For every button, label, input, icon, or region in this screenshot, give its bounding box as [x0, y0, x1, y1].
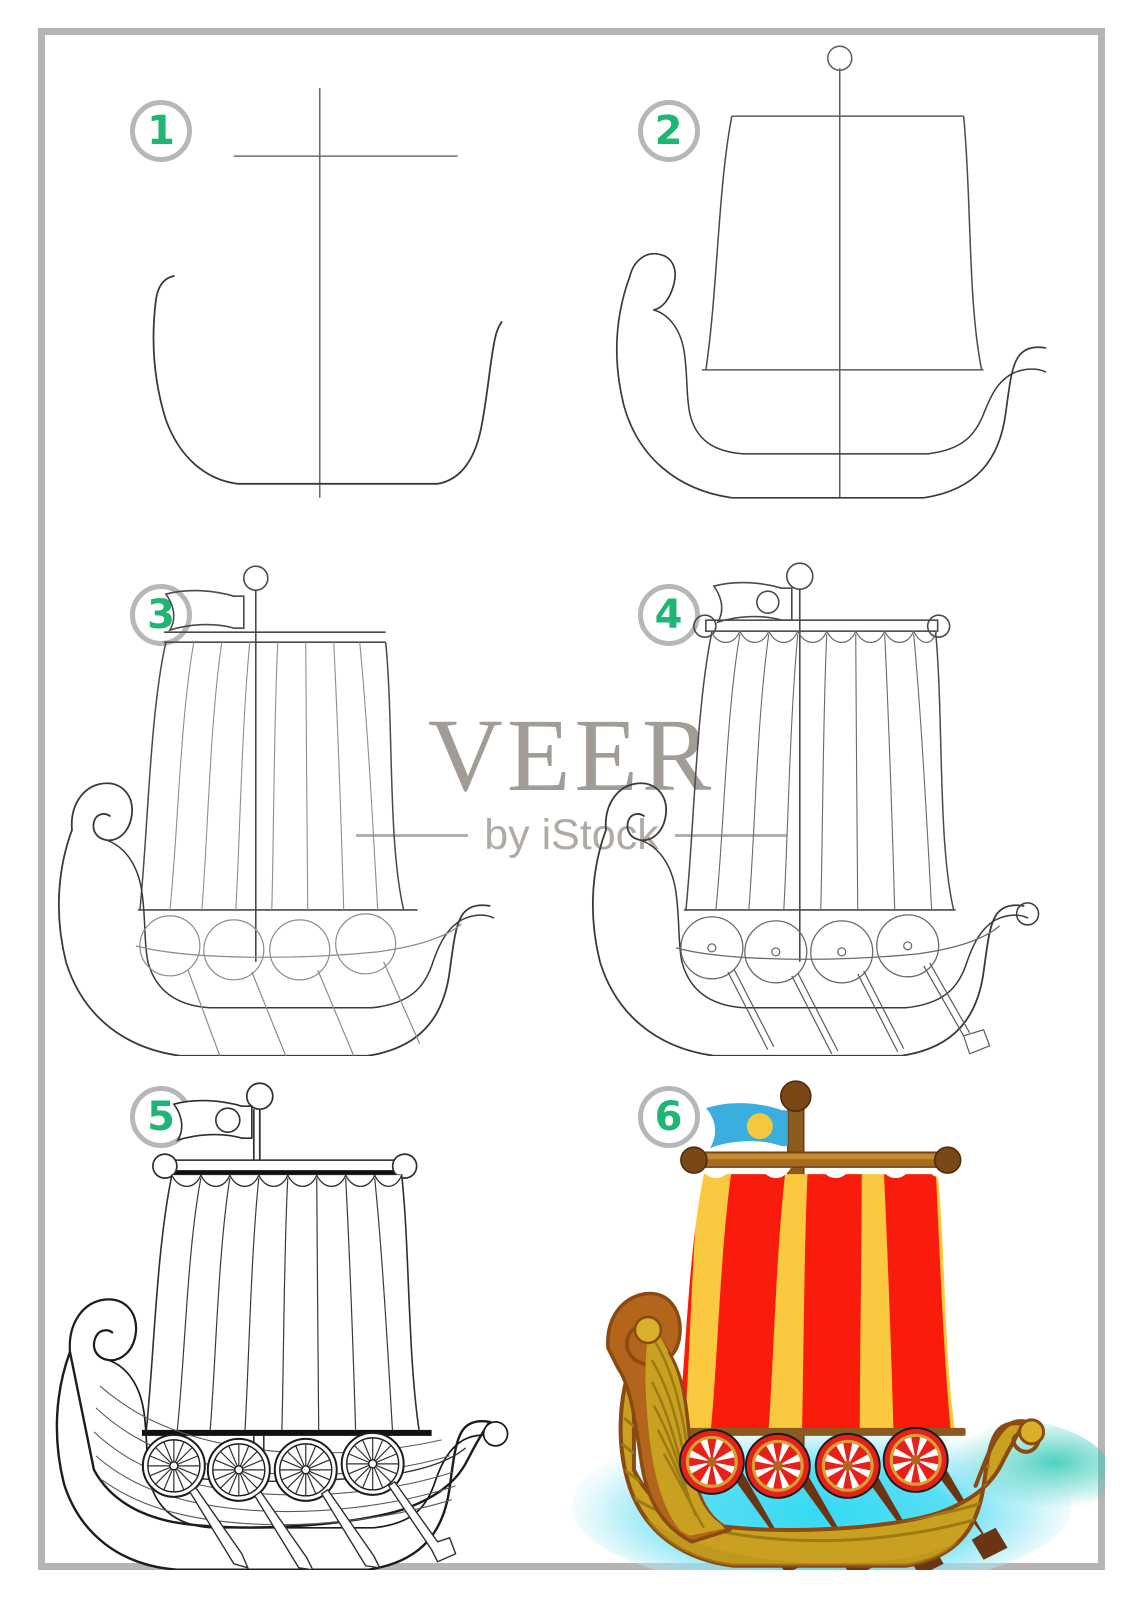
step-3-cell: 3: [38, 542, 572, 1056]
step-1-artwork: [38, 28, 572, 542]
shields: [678, 1426, 949, 1499]
step-2-artwork: [572, 28, 1106, 542]
step-5-artwork: [38, 1056, 572, 1570]
pennant-flag: [705, 1103, 788, 1149]
step-2-number: 2: [654, 108, 683, 154]
step-1-cell: 1: [38, 28, 572, 542]
step-6-number: 6: [654, 1094, 683, 1140]
step-4-badge: 4: [637, 584, 700, 646]
step-6-artwork-colored: [571, 1056, 1105, 1570]
step-6-cell: 6: [571, 1056, 1105, 1570]
step-5-number: 5: [147, 1094, 175, 1140]
step-2-cell: 2: [572, 28, 1106, 542]
step-3-artwork: [38, 542, 572, 1056]
step-1-number: 1: [147, 108, 175, 154]
step-4-cell: 4: [572, 542, 1106, 1056]
step-4-number: 4: [654, 592, 683, 638]
step-4-artwork: [572, 542, 1106, 1056]
step-2-badge: 2: [637, 100, 700, 162]
step-5-cell: 5: [38, 1056, 572, 1570]
steps-grid: 1 2: [38, 28, 1105, 1570]
step-6-badge: 6: [637, 1086, 700, 1148]
deck-beam: [673, 1427, 966, 1436]
sail: [677, 1160, 956, 1434]
yard: [679, 1146, 961, 1174]
step-1-badge: 1: [130, 100, 192, 162]
